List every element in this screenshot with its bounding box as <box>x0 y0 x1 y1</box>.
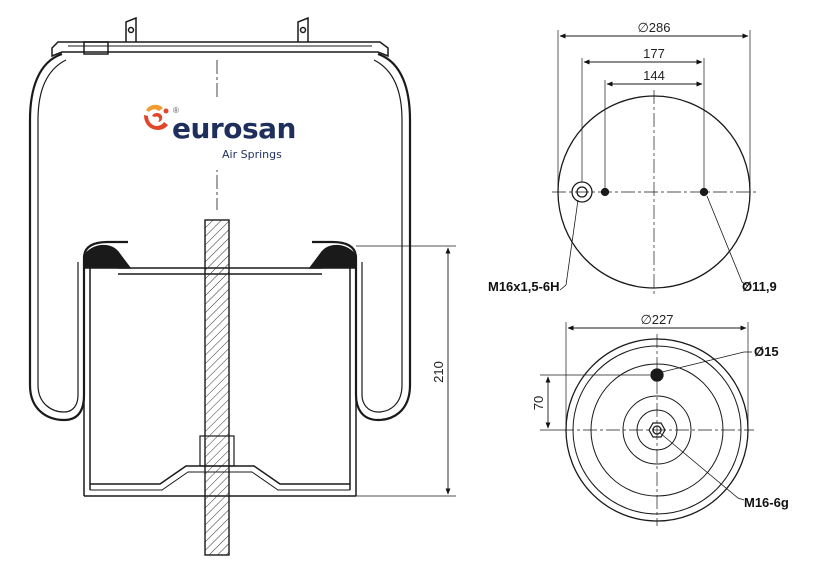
leader-thread <box>559 199 579 291</box>
stud-left-hole <box>127 26 135 34</box>
center-bolt <box>204 219 230 556</box>
bolt-head <box>199 435 235 467</box>
stud-right-hole <box>299 26 307 34</box>
leader-hole <box>706 195 749 287</box>
eurosan-logo: ® eurosan Air Springs <box>140 100 320 170</box>
leader-pin <box>661 351 752 373</box>
bellows-inner-right <box>361 59 403 413</box>
piston-rim-right <box>308 244 357 269</box>
stud-right <box>297 16 309 42</box>
thread-hole-inner <box>576 186 588 198</box>
piston-rim-left <box>83 244 132 269</box>
brand-name: eurosan <box>172 112 296 145</box>
stud-left <box>125 16 137 42</box>
offset-label: 70 <box>531 396 546 410</box>
thread-label: M16x1,5-6H <box>488 279 560 294</box>
height-label: 210 <box>431 361 446 383</box>
air-inlet <box>83 41 109 55</box>
top-view <box>552 30 756 294</box>
bellows-outer <box>28 52 128 422</box>
brand-tagline: Air Springs <box>222 148 282 161</box>
bottom-view <box>540 322 754 526</box>
side-view <box>28 16 456 556</box>
logo-mark-icon <box>144 104 169 130</box>
registered-mark: ® <box>173 106 179 115</box>
hole-label: Ø11,9 <box>742 279 777 294</box>
bottom-diameter-label: ∅227 <box>640 312 673 327</box>
bellows-outer-right <box>312 52 412 422</box>
bolt-hole-left <box>600 187 610 197</box>
bolt-span-inner-label: 144 <box>643 68 665 83</box>
bolt-span-outer-label: 177 <box>643 46 665 61</box>
stud-label: M16-6g <box>744 495 789 510</box>
bellows-inner <box>37 59 79 413</box>
top-diameter-label: ∅286 <box>637 20 670 35</box>
pin-label: Ø15 <box>754 344 779 359</box>
bolt-hole-right <box>699 187 709 197</box>
leader-stud <box>659 432 745 501</box>
